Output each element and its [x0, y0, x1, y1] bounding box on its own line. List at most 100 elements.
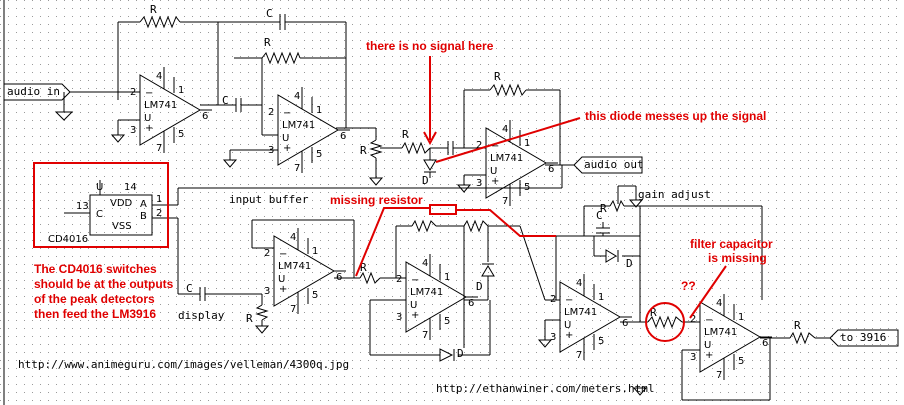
potentiometer-r: R [360, 139, 383, 159]
svg-text:2: 2 [550, 294, 556, 305]
svg-text:U: U [564, 320, 571, 331]
diode-note-pointer [435, 117, 581, 163]
resistor-label: R [264, 36, 271, 49]
resistor-r8 [463, 219, 489, 233]
port-to-3916: to 3916 [829, 329, 899, 347]
svg-text:2: 2 [476, 140, 482, 151]
missing-resistor-wire-left [355, 207, 430, 277]
svg-text:−: − [283, 108, 291, 119]
svg-text:VSS: VSS [112, 221, 132, 232]
svg-text:+: + [705, 350, 713, 361]
opamp-label: LM741 [144, 100, 177, 111]
diode-d1: D [422, 159, 437, 187]
resistor-r7 [411, 219, 437, 233]
cd4016-highlight-box [33, 162, 169, 248]
svg-text:5: 5 [312, 290, 318, 301]
svg-text:7: 7 [576, 350, 582, 361]
resistor-r10: R [789, 319, 816, 345]
svg-text:U: U [410, 300, 417, 311]
svg-text:−: − [565, 295, 573, 306]
gain-adjust-label: gain adjust [638, 188, 711, 201]
capacitor-label: C [186, 282, 193, 295]
svg-text:7: 7 [502, 196, 508, 207]
svg-text:1: 1 [312, 246, 318, 257]
port-audio-out: audio out [573, 156, 644, 174]
svg-text:5: 5 [316, 149, 322, 160]
svg-text:1: 1 [178, 85, 184, 96]
svg-text:2: 2 [268, 107, 274, 118]
annotations: The CD4016 switches should be at the out… [33, 39, 773, 342]
filter-cap-pointer [689, 265, 727, 319]
svg-text:3: 3 [690, 352, 696, 363]
svg-text:7: 7 [716, 370, 722, 381]
svg-text:C: C [96, 209, 103, 220]
diode-note: this diode messes up the signal [585, 109, 766, 123]
capacitor-c4: C [186, 282, 212, 301]
resistor-label: R [650, 306, 657, 319]
opamp-group: LM741U+−2341576LM741U+−2341576LM741U+−23… [130, 67, 772, 381]
opamp-label: LM741 [704, 327, 737, 338]
svg-text:6: 6 [468, 298, 474, 309]
resistor-r5: R [246, 304, 269, 325]
opamp-label: LM741 [564, 307, 597, 318]
resistor-r2: R [261, 36, 301, 65]
svg-text:7: 7 [294, 163, 300, 174]
svg-text:6: 6 [762, 338, 768, 349]
port-label: to 3916 [840, 331, 886, 344]
svg-text:7: 7 [156, 143, 162, 154]
svg-text:1: 1 [316, 105, 322, 116]
missing-resistor-wire-right [456, 209, 556, 237]
svg-text:3: 3 [396, 312, 402, 323]
svg-text:6: 6 [340, 131, 346, 142]
svg-text:14: 14 [124, 182, 137, 193]
capacitor-label: C [596, 209, 603, 222]
svg-text:−: − [279, 249, 287, 260]
capacitor-c5: C [596, 209, 610, 236]
ground-symbols [54, 111, 648, 396]
svg-text:+: + [283, 143, 291, 154]
svg-text:U: U [144, 113, 151, 124]
opamp-label: LM741 [410, 287, 443, 298]
svg-text:6: 6 [548, 164, 554, 175]
question-mark-note: ?? [681, 279, 696, 293]
capacitor-c2: C [222, 94, 248, 112]
opamp-label: LM741 [278, 261, 311, 272]
capacitor-c3 [444, 141, 456, 155]
svg-text:7: 7 [422, 330, 428, 341]
svg-text:4: 4 [422, 258, 428, 269]
svg-text:U: U [278, 274, 285, 285]
svg-text:5: 5 [524, 182, 530, 193]
svg-text:+: + [411, 310, 419, 321]
svg-text:3: 3 [130, 125, 136, 136]
diode-label: D [457, 347, 464, 360]
cd4016-switch: U 14 VDD VSS C A B 13 1 2 CD4016 [48, 180, 162, 245]
svg-text:5: 5 [598, 336, 604, 347]
wiring [63, 21, 830, 401]
svg-text:3: 3 [268, 145, 274, 156]
svg-text:−: − [491, 141, 499, 152]
svg-text:+: + [145, 123, 153, 134]
no-signal-note: there is no signal here [366, 39, 494, 53]
svg-text:U: U [282, 133, 289, 144]
svg-text:+: + [565, 330, 573, 341]
svg-text:U: U [96, 182, 103, 193]
svg-text:−: − [705, 315, 713, 326]
svg-text:4: 4 [502, 124, 508, 135]
svg-text:−: − [411, 275, 419, 286]
svg-text:1: 1 [156, 194, 162, 205]
svg-text:5: 5 [178, 129, 184, 140]
display-label: display [178, 309, 225, 322]
svg-text:A: A [140, 199, 147, 210]
filter-cap-note-line1: filter capacitor [690, 237, 773, 251]
svg-text:6: 6 [202, 111, 208, 122]
svg-text:1: 1 [524, 138, 530, 149]
svg-text:3: 3 [264, 286, 270, 297]
resistor-highlight-circle [645, 302, 685, 342]
resistor-label: R [600, 202, 607, 215]
svg-text:2: 2 [264, 248, 270, 259]
